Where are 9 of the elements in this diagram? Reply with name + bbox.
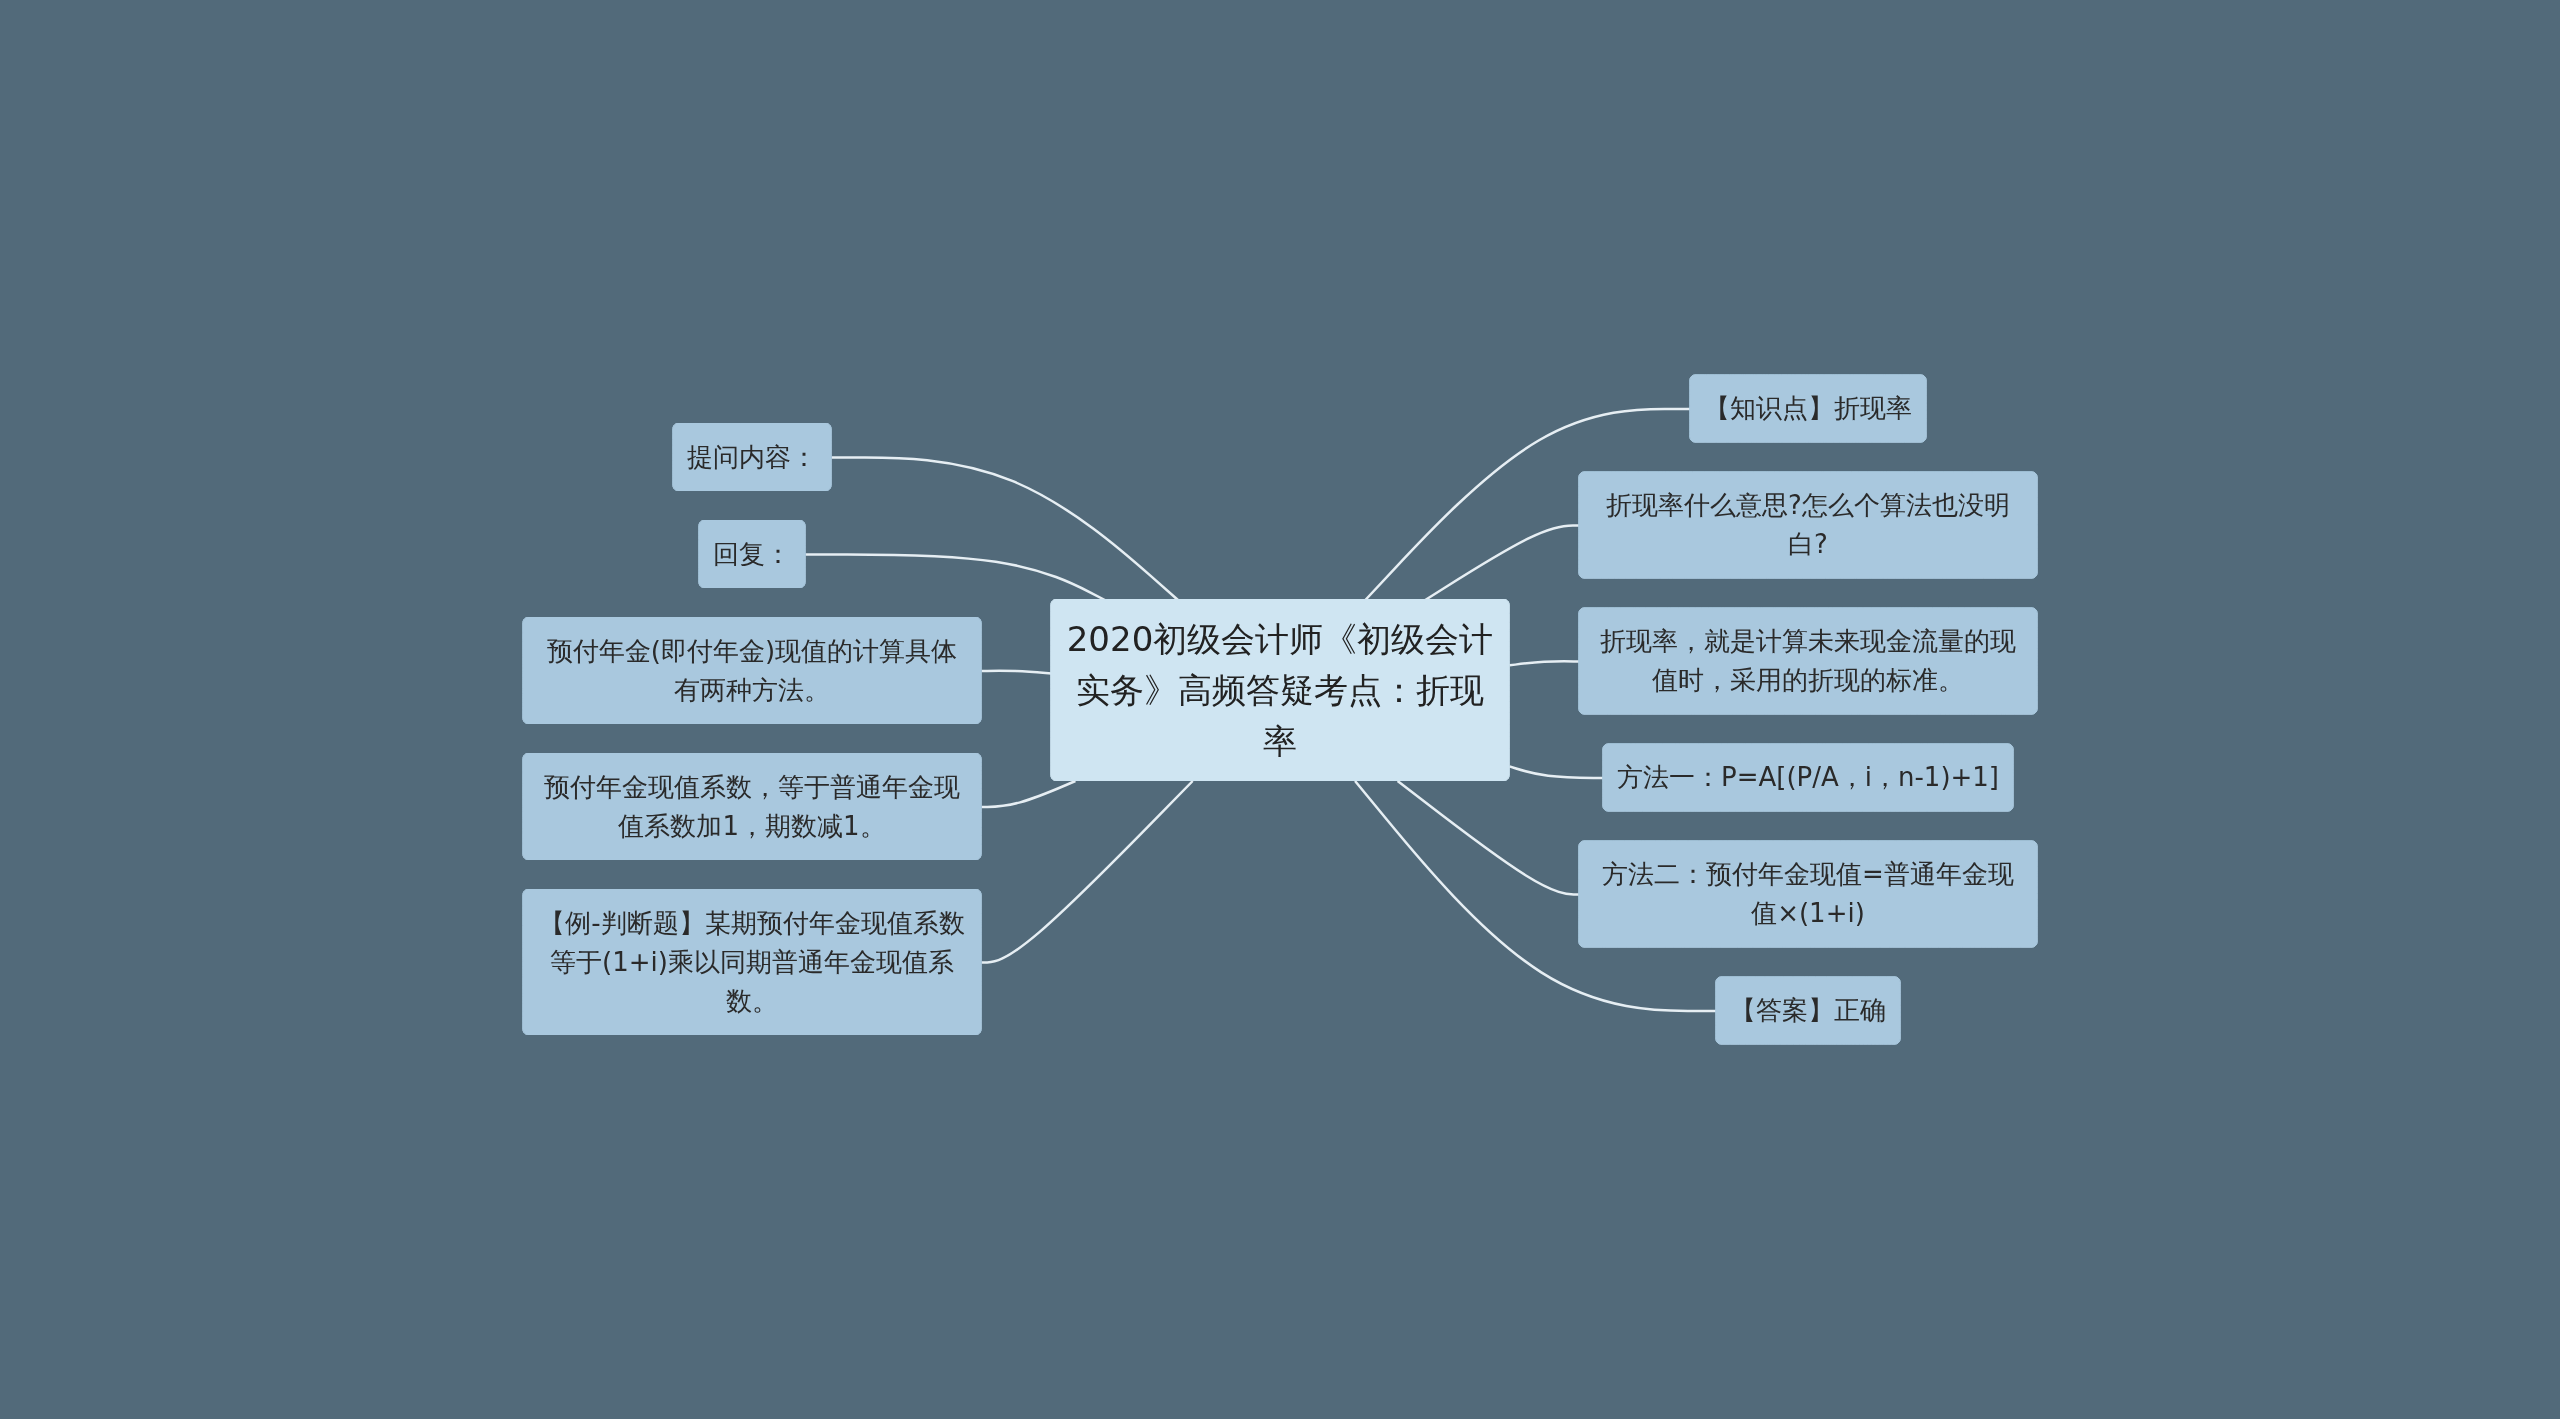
connector <box>1509 765 1604 780</box>
connector <box>1364 407 1691 601</box>
connector <box>1354 780 1717 1013</box>
connector <box>1509 660 1580 667</box>
connector <box>981 779 1076 809</box>
connector <box>981 669 1052 675</box>
connector <box>831 456 1179 601</box>
connector <box>981 780 1194 964</box>
connector <box>1396 780 1580 896</box>
